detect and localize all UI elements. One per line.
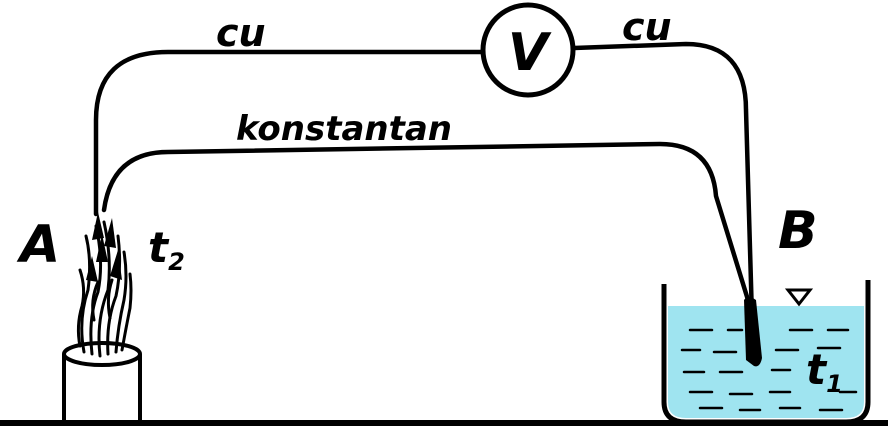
wire-copper-left xyxy=(93,49,485,217)
water-dashes xyxy=(680,328,858,412)
wire-konstantan xyxy=(101,141,751,303)
wire-copper-right xyxy=(571,41,755,321)
flame xyxy=(76,220,133,358)
burner xyxy=(62,341,142,420)
label-temp-hot-main: t xyxy=(148,223,170,272)
water xyxy=(668,306,864,418)
water-level-marker xyxy=(784,288,814,307)
label-temp-hot-sub: 2 xyxy=(168,248,185,276)
voltmeter-label: V xyxy=(508,23,552,83)
label-temp-cold: t1 xyxy=(806,345,843,398)
label-junction-b: B xyxy=(778,201,818,261)
label-junction-a: A xyxy=(16,215,60,275)
vessel xyxy=(661,280,871,425)
voltmeter: V xyxy=(480,2,576,98)
flame-fill xyxy=(86,212,122,282)
label-wire-left: cu xyxy=(216,11,266,55)
label-temp-cold-sub: 1 xyxy=(826,370,843,398)
junction-probe xyxy=(744,297,762,367)
label-wire-right: cu xyxy=(622,5,672,49)
label-temp-hot: t2 xyxy=(148,223,185,276)
label-temp-cold-main: t xyxy=(806,345,828,394)
label-wire-konstantan: konstantan xyxy=(236,109,452,149)
